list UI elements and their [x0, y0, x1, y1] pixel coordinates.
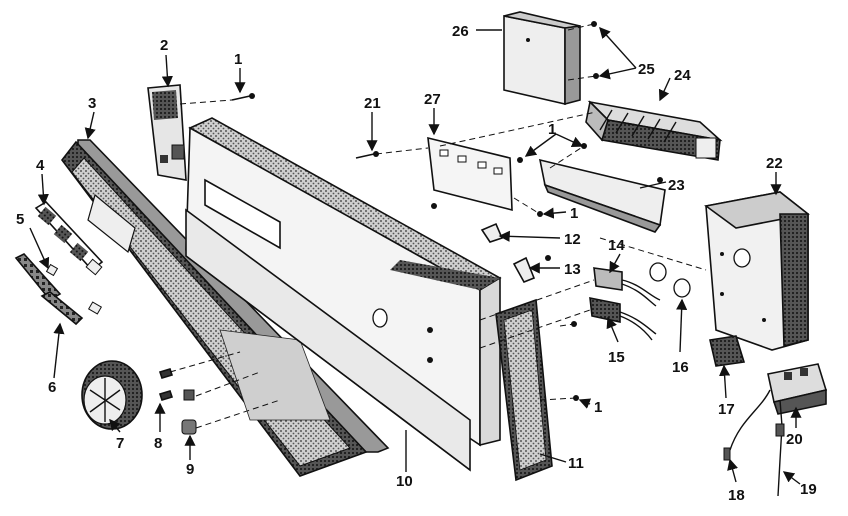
callout-9: 9: [186, 461, 194, 478]
door-switch: [709, 335, 746, 367]
callout-26: 26: [452, 23, 469, 40]
wire-leads: [723, 389, 785, 497]
callout-14: 14: [608, 237, 625, 254]
callout-7: 7: [116, 435, 124, 452]
callout-11: 11: [568, 455, 584, 472]
timer: [704, 191, 810, 351]
callout-20: 20: [786, 431, 803, 448]
callout-24: 24: [674, 67, 691, 84]
callout-16: 16: [672, 359, 689, 376]
vent-grille: [495, 298, 553, 482]
callout-23: 23: [668, 177, 685, 194]
leader-lines: [29, 26, 802, 485]
connector-block: [767, 363, 828, 415]
control-knob: [81, 360, 143, 430]
terminal-block: [585, 100, 723, 161]
callout-21: 21: [364, 95, 381, 112]
control-housing: [185, 117, 502, 472]
callout-8: 8: [154, 435, 162, 452]
callout-1-c: 1: [570, 205, 578, 222]
switch-strip: [40, 291, 103, 326]
callout-12: 12: [564, 231, 581, 248]
callout-25: 25: [638, 61, 655, 78]
callout-27: 27: [424, 91, 441, 108]
callout-4: 4: [36, 157, 45, 174]
timer-plugs: [649, 262, 691, 298]
terminal-cover: [503, 11, 581, 106]
callout-17: 17: [718, 401, 735, 418]
control-panel: [60, 139, 390, 477]
callout-18: 18: [728, 487, 745, 504]
callout-labels: 2 1 3 4 5 6 7 8 9 10 11 21 27 26 25 24 1…: [16, 23, 817, 504]
callout-1-a: 1: [234, 51, 242, 68]
callout-6: 6: [48, 379, 56, 396]
angle-bracket: [538, 158, 666, 233]
callout-22: 22: [766, 155, 783, 172]
callout-10: 10: [396, 473, 413, 490]
bracket-plate: [427, 136, 513, 212]
callout-1-d: 1: [594, 399, 602, 416]
small-screws: [158, 368, 197, 435]
hinge-bracket: [147, 84, 187, 181]
callout-1-b: 1: [548, 121, 556, 138]
callout-19: 19: [800, 481, 817, 498]
callout-3: 3: [88, 95, 96, 112]
callout-13: 13: [564, 261, 581, 278]
callout-5: 5: [16, 211, 24, 228]
wire-clips: [480, 222, 536, 284]
callout-15: 15: [608, 349, 625, 366]
callout-2: 2: [160, 37, 168, 54]
assembly-lines: [169, 23, 707, 429]
indicator-lens: [14, 253, 62, 302]
wire-connectors: [589, 267, 661, 341]
